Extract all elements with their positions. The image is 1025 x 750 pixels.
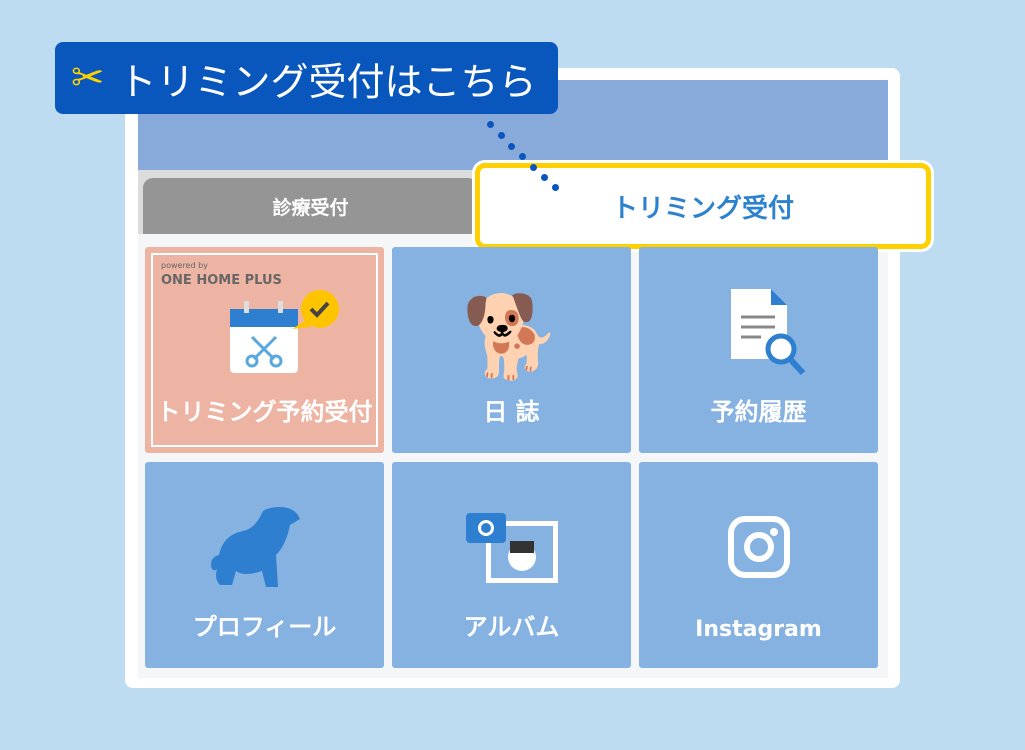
pointer-dot (508, 143, 515, 150)
dog-icon (211, 507, 300, 587)
trimming-callout[interactable]: ✂ トリミング受付はこちら (55, 42, 558, 114)
pointer-dot (530, 164, 537, 171)
tab-clinic-reception[interactable]: 診療受付 (143, 178, 478, 234)
tile-frame (151, 253, 378, 447)
tile-album[interactable]: アルバム (392, 462, 631, 668)
tile-profile[interactable]: プロフィール (145, 462, 384, 668)
calendar-scissors-icon (230, 290, 339, 373)
tile-label: トリミング予約受付 (156, 398, 373, 426)
pointer-dot (541, 174, 548, 181)
tile-trimming-booking[interactable]: powered by ONE HOME PLUS トリミング予約受付 (145, 247, 384, 453)
powered-by: powered by (161, 261, 208, 270)
pointer-dot (487, 121, 494, 128)
tile-label: Instagram (695, 617, 822, 642)
document-search-icon (731, 289, 806, 376)
tab-trimming-reception[interactable]: トリミング受付 (475, 163, 931, 249)
pointer-dot (552, 184, 559, 191)
tile-instagram[interactable]: Instagram (639, 462, 878, 668)
tile-diary[interactable]: 🐕 日 誌 (392, 247, 631, 453)
dog-diary-icon: 🐕 (461, 290, 562, 383)
tile-label: プロフィール (192, 613, 337, 641)
photo-album-icon (466, 513, 558, 583)
callout-text: トリミング受付はこちら (118, 59, 537, 104)
brand-label: ONE HOME PLUS (161, 273, 282, 288)
scissors-icon: ✂ (71, 55, 105, 101)
instagram-icon (728, 516, 790, 578)
pointer-dot (519, 153, 526, 160)
pointer-dot (498, 132, 505, 139)
tile-booking-history[interactable]: 予約履歴 (639, 247, 878, 453)
tile-label: 予約履歴 (710, 398, 807, 426)
tile-label: アルバム (463, 613, 560, 641)
tile-label: 日 誌 (483, 398, 540, 426)
